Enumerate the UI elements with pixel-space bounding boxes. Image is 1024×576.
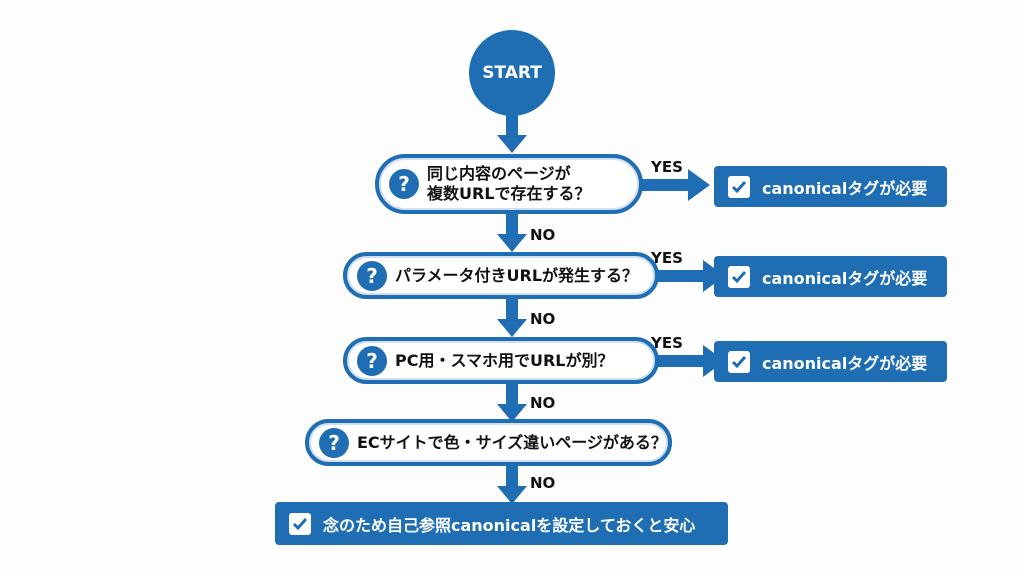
result-2-text: canonicalタグが必要 (762, 268, 928, 288)
question-icon: ? (357, 345, 387, 376)
final-result: 念のため自己参照canonicalを設定しておくと安心 (275, 502, 728, 545)
no-label-4: NO (530, 474, 556, 492)
question-1: ? 同じ内容のページが複数URLで存在する？ (375, 154, 643, 214)
question-1-line1: 同じ内容のページが (427, 164, 571, 183)
question-icon: ? (357, 260, 387, 291)
yes-label-3: YES (651, 334, 683, 352)
no-label-1: NO (530, 226, 556, 244)
arrow-no-2 (497, 299, 527, 337)
arrow-start-q1 (497, 115, 527, 153)
question-2-text: パラメータ付きURLが発生する？ (395, 265, 639, 285)
question-4: ? ECサイトで色・サイズ違いページがある？ (305, 419, 672, 466)
start-node: START (469, 30, 555, 116)
result-1-text: canonicalタグが必要 (762, 178, 928, 198)
arrow-no-1 (497, 214, 527, 252)
yes-label-2: YES (651, 249, 683, 267)
yes-label-1: YES (651, 158, 683, 176)
arrow-no-4 (497, 466, 527, 504)
question-1-text: 同じ内容のページが複数URLで存在する？ (427, 164, 591, 204)
checkbox-icon (728, 265, 750, 288)
question-icon: ? (389, 169, 419, 199)
result-3-text: canonicalタグが必要 (762, 353, 928, 373)
no-label-3: NO (530, 394, 556, 412)
result-2: canonicalタグが必要 (714, 256, 947, 297)
checkbox-icon (728, 350, 750, 373)
question-3-text: PC用・スマホ用でURLが別？ (395, 350, 614, 370)
question-1-line2: 複数URLで存在する？ (427, 184, 591, 203)
question-2: ? パラメータ付きURLが発生する？ (343, 252, 659, 299)
result-3: canonicalタグが必要 (714, 341, 947, 382)
final-result-text: 念のため自己参照canonicalを設定しておくと安心 (323, 515, 696, 535)
question-3: ? PC用・スマホ用でURLが別？ (343, 337, 659, 384)
arrow-no-3 (497, 384, 527, 422)
checkbox-icon (289, 512, 311, 535)
question-icon: ? (319, 427, 349, 458)
no-label-2: NO (530, 310, 556, 328)
result-1: canonicalタグが必要 (714, 166, 947, 207)
checkbox-icon (728, 175, 750, 198)
question-4-text: ECサイトで色・サイズ違いページがある？ (357, 432, 667, 452)
